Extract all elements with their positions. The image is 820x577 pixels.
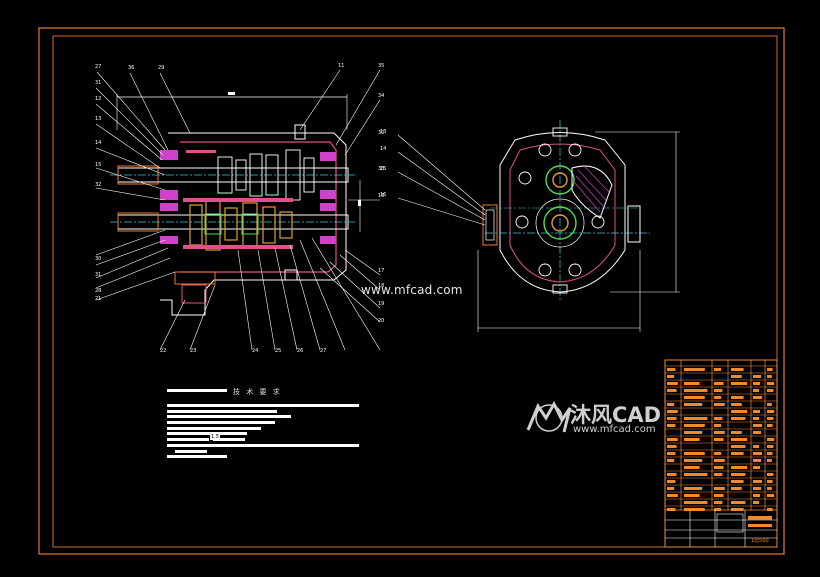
- inner-border: [52, 35, 778, 548]
- part-number-balloon: 17: [378, 268, 384, 274]
- part-number-balloon: 22: [160, 348, 166, 354]
- part-number-balloon: 16: [380, 192, 386, 198]
- title-block-table: [664, 359, 778, 548]
- part-number-balloon: 23: [190, 348, 196, 354]
- part-number-balloon: 18: [378, 283, 384, 289]
- part-number-balloon: 14: [95, 140, 101, 146]
- part-number-balloon: 32: [95, 182, 101, 188]
- part-number-balloon: 31: [95, 272, 101, 278]
- part-number-balloon: 14: [380, 146, 386, 152]
- watermark-url: www.mfcad.com: [573, 424, 656, 435]
- part-number-balloon: 25: [275, 348, 281, 354]
- part-number-balloon: 26: [297, 348, 303, 354]
- tech-requirements-title: 技 术 要 求: [233, 388, 282, 396]
- part-number-balloon: 20: [378, 318, 384, 324]
- right-view-part-numbers: 13 14 15 16: [380, 129, 386, 198]
- part-number-balloon: 24: [252, 348, 258, 354]
- outer-border: [38, 27, 785, 555]
- part-number-balloon: 34: [378, 93, 384, 99]
- part-number-balloon: 12: [95, 96, 101, 102]
- part-number-balloon: 19: [378, 301, 384, 307]
- part-number-balloon: 31: [95, 80, 101, 86]
- part-number-balloon: 28: [95, 288, 101, 294]
- part-number-balloon: 13: [95, 116, 101, 122]
- part-number-balloon: 27: [320, 348, 326, 354]
- part-number-balloon: 21: [95, 296, 101, 302]
- part-number-balloon: 13: [380, 129, 386, 135]
- brand-logo-icon: [526, 400, 572, 433]
- part-number-balloon: 11: [338, 63, 344, 69]
- housing-outline: [160, 132, 347, 316]
- watermark-url-small: www.mfcad.com: [361, 283, 463, 297]
- end-housing-outline: [499, 132, 626, 293]
- title-block-code: 1比500: [751, 538, 769, 544]
- watermark-brand: 沐风CAD: [570, 403, 662, 427]
- part-number-balloon: 27: [95, 64, 101, 70]
- part-number-balloon: 36: [128, 65, 134, 71]
- gearbox-end-view: [397, 120, 680, 332]
- part-number-balloon: 15: [95, 162, 101, 168]
- technical-requirements: [167, 389, 359, 458]
- part-number-balloon: 30: [95, 256, 101, 262]
- part-number-balloon: 33: [378, 166, 384, 172]
- part-number-balloon: 35: [378, 63, 384, 69]
- part-number-balloon: 15: [380, 166, 386, 172]
- gearbox-section-view: [95, 69, 381, 351]
- part-number-balloon: 16: [378, 193, 384, 199]
- part-number-balloon: 30: [378, 130, 384, 136]
- part-number-balloon: 29: [158, 65, 164, 71]
- tech-note-mark: 1.5: [210, 434, 220, 440]
